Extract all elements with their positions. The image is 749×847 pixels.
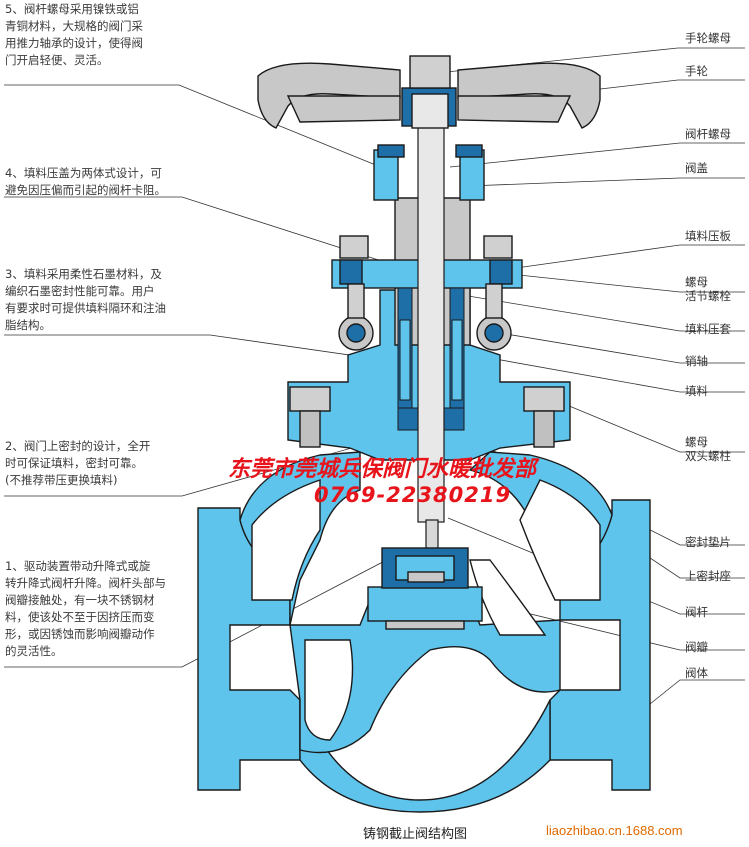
leader-bonnet: [467, 177, 745, 187]
disc: [367, 547, 483, 630]
note-3: 3、填料采用柔性石墨材料，及 编织石墨密封性能可靠。用户 有要求时可提供填料隔环…: [5, 267, 166, 332]
label-stem-nut: 阀杆螺母: [685, 127, 731, 141]
leader-body: [639, 679, 745, 713]
label-gland-sleeve: 填料压套: [685, 322, 731, 336]
label-body: 阀体: [685, 666, 708, 680]
leader-packing: [455, 351, 745, 393]
note3-leader: [4, 334, 399, 363]
label-disc: 阀瓣: [685, 640, 708, 654]
label-pin: 销轴: [685, 354, 708, 368]
watermark-phone: 0769-22380219: [314, 483, 512, 507]
leader-disc: [463, 597, 745, 651]
watermark-company: 东莞市莞城兵保阀门水暖批发部: [228, 457, 537, 482]
leader-stud: [549, 397, 745, 453]
note4-leader: [4, 196, 395, 266]
label-gasket: 密封垫片: [685, 535, 731, 549]
label-gland-plate: 填料压板: [685, 229, 731, 243]
label-handwheel-nut: 手轮螺母: [685, 31, 731, 45]
stem: [417, 61, 445, 561]
note-5: 5、阀杆螺母采用镍铁或铝 青铜材料，大规格的阀门采 用推力轴承的设计，使得阀 门…: [5, 2, 143, 67]
handwheel: [257, 55, 601, 129]
leader-pin: [499, 332, 745, 364]
label-stem: 阀杆: [685, 605, 708, 619]
label-handwheel: 手轮: [685, 64, 708, 78]
site-url: liaozhibao.cn.1688.com: [546, 823, 683, 838]
leader-gland-sleeve: [461, 294, 745, 332]
label-nut-stud: 螺母 双头螺柱: [685, 435, 731, 463]
leader-gland-plate: [515, 244, 745, 269]
leader-eyebolt: [499, 272, 745, 293]
note1-leader: [4, 553, 399, 668]
leader-stem-nut: [449, 142, 745, 168]
leader-stem: [447, 517, 745, 615]
note-1: 1、驱动装置带动升降式或旋 转升降式阀杆升降。阀杆头部与 阀瓣接触处，有一块不锈…: [5, 559, 166, 658]
label-nut-eyebolt: 螺母 活节螺栓: [685, 275, 731, 303]
label-backseat: 上密封座: [685, 569, 731, 583]
diagram-title: 铸钢截止阀结构图: [363, 827, 468, 842]
valve-body: [197, 451, 651, 813]
note-4: 4、填料压盖为两体式设计，可 避免因压偏而引起的阀杆卡阻。: [5, 166, 166, 197]
label-bonnet: 阀盖: [685, 161, 708, 175]
note-2: 2、阀门上密封的设计，全开 时可保证填料，密封可靠。 (不推荐带压更换填料): [5, 439, 151, 487]
label-packing: 填料: [685, 384, 708, 398]
label-leaders: [436, 47, 745, 713]
note5-leader: [4, 84, 389, 171]
